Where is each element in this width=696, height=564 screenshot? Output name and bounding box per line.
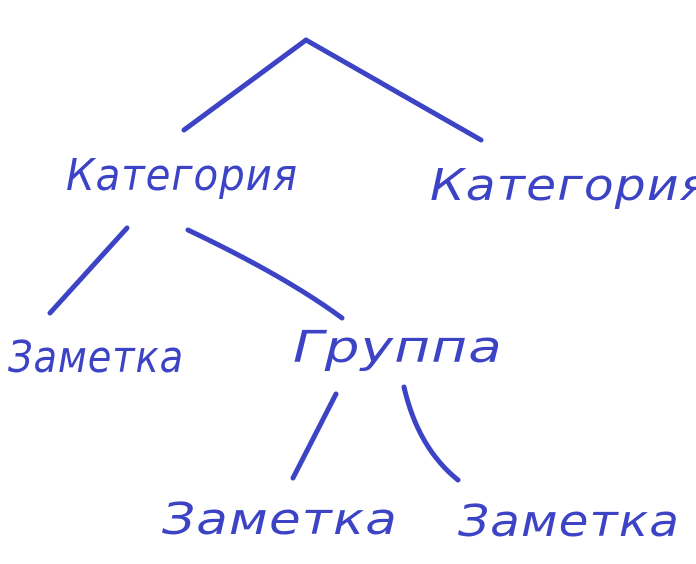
- edge-group-to-note-bottom-left: [290, 391, 339, 481]
- edge-category-left-to-group: [185, 227, 345, 321]
- node-note-bottom-left: Заметка: [162, 494, 398, 545]
- edge-group-to-note-bottom-right: [401, 384, 461, 483]
- edge-category-left-to-note-left: [47, 225, 130, 316]
- node-note-bottom-right: Заметка: [458, 496, 680, 547]
- node-category-right: Категория: [430, 160, 696, 211]
- node-note-left: Заметка: [8, 332, 184, 383]
- node-category-left: Категория: [66, 150, 298, 201]
- edge-root-to-category-right: [303, 37, 484, 143]
- node-group: Группа: [293, 322, 503, 373]
- edge-root-to-category-left: [181, 37, 309, 133]
